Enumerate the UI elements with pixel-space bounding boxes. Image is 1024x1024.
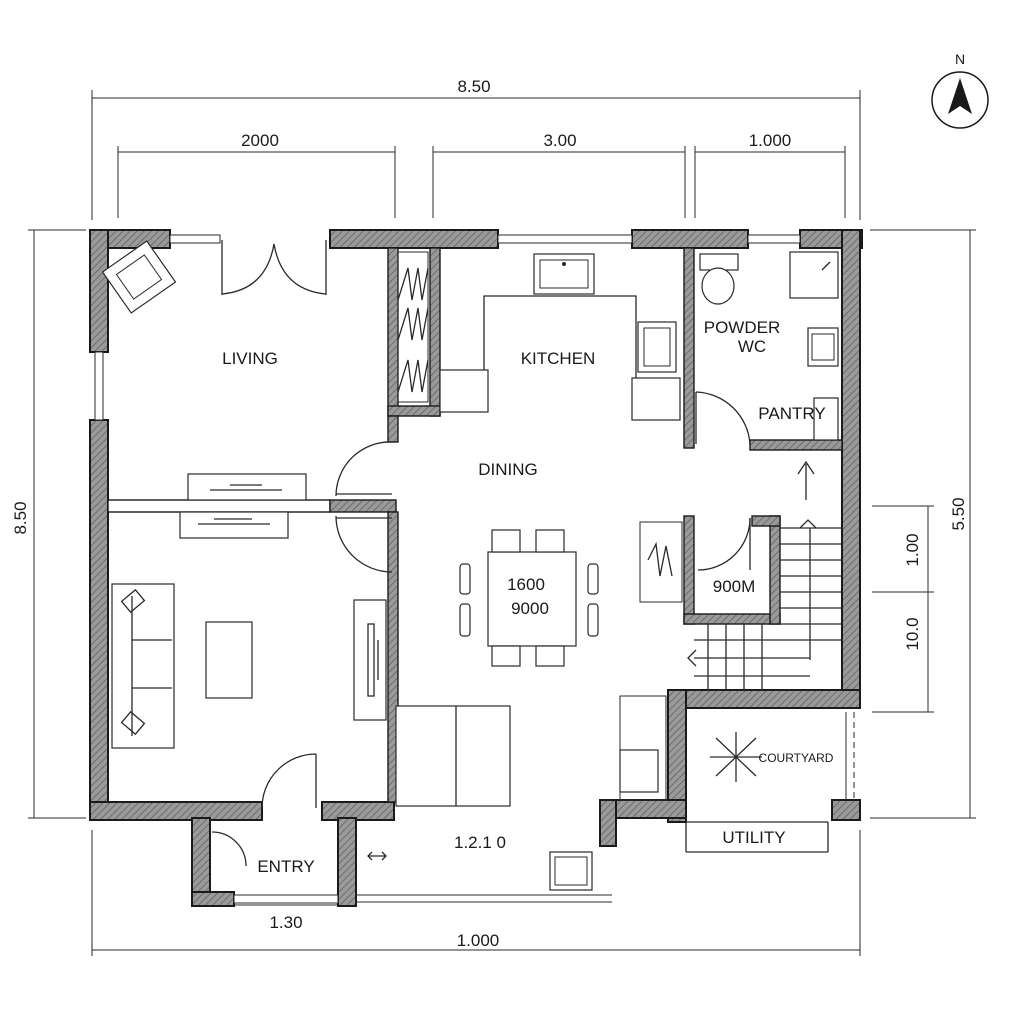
walls xyxy=(89,229,863,907)
dim-top-mid: 3.00 xyxy=(543,131,576,150)
dim-bottom-entry: 1.30 xyxy=(269,913,302,932)
room-label-pantry: PANTRY xyxy=(758,404,825,423)
closet-hangers xyxy=(397,251,429,403)
room-label-utility: UTILITY xyxy=(722,828,785,847)
dim-left-side: 8.50 xyxy=(11,501,30,534)
dim-overall-top: 8.50 xyxy=(457,77,490,96)
stairs xyxy=(687,460,842,690)
dim-right-lower: 10.0 xyxy=(903,617,922,650)
room-label-kitchen: KITCHEN xyxy=(521,349,596,368)
dim-right-upper: 1.00 xyxy=(903,533,922,566)
room-label-stair-closet: 900M xyxy=(713,577,756,596)
dim-bottom-overall: 1.000 xyxy=(457,931,500,950)
dim-right-side: 5.50 xyxy=(949,497,968,530)
room-label-dining: DINING xyxy=(478,460,538,479)
north-arrow-icon xyxy=(931,71,989,129)
north-label: N xyxy=(955,51,965,67)
dim-bottom-mid: 1.2.1 0 xyxy=(454,833,506,852)
dim-top-left: 2000 xyxy=(241,131,279,150)
courtyard-plant-icon xyxy=(710,732,762,782)
room-label-wc: WC xyxy=(738,337,766,356)
windows xyxy=(94,234,855,904)
furniture xyxy=(101,240,842,891)
dim-top-right: 1.000 xyxy=(749,131,792,150)
room-label-courtyard: COURTYARD xyxy=(759,751,834,765)
table-label-2: 9000 xyxy=(511,599,549,618)
room-label-living: LIVING xyxy=(222,349,278,368)
room-label-powder: POWDER xyxy=(704,318,781,337)
doors xyxy=(211,240,751,867)
dimension-lines xyxy=(28,90,976,956)
room-label-entry: ENTRY xyxy=(257,857,314,876)
table-label-1: 1600 xyxy=(507,575,545,594)
